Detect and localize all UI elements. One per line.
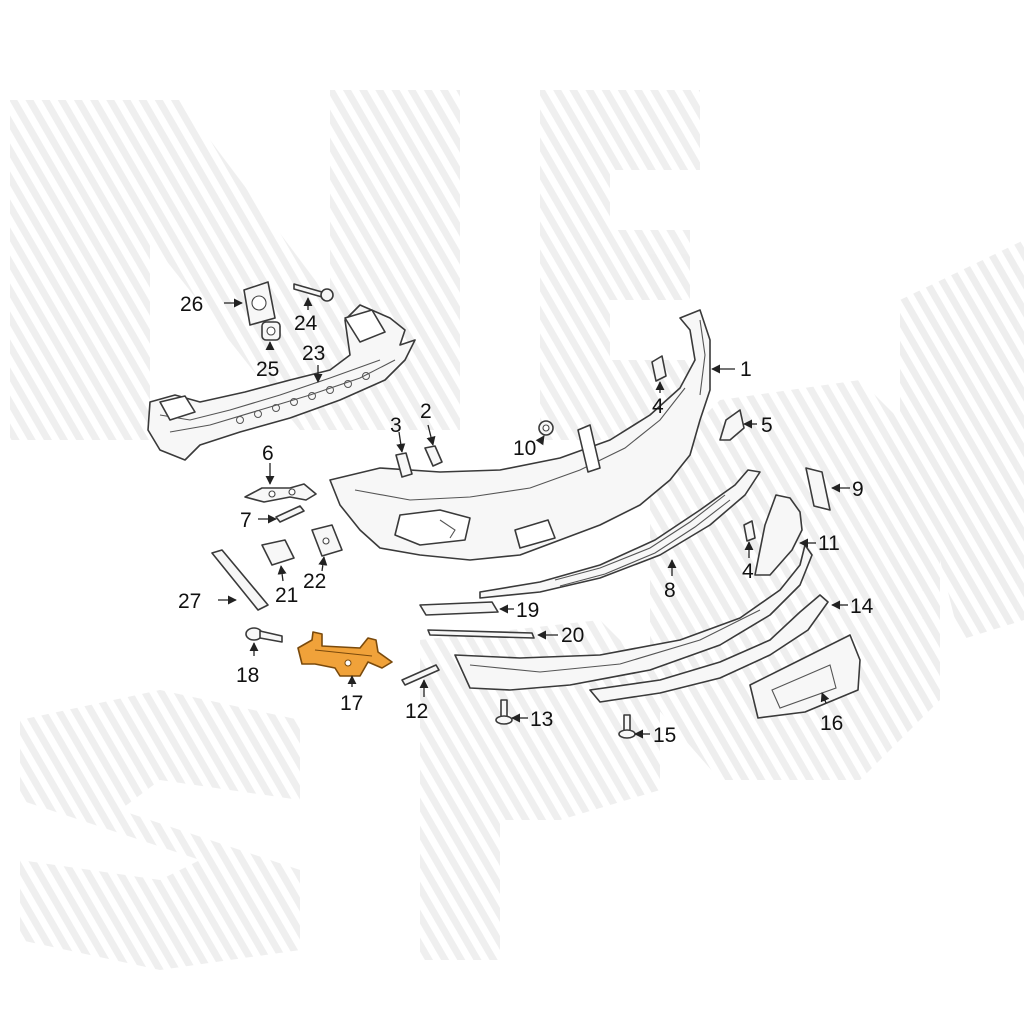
svg-text:16: 16	[820, 712, 843, 735]
callout-19: 19	[499, 599, 539, 622]
svg-text:11: 11	[818, 532, 840, 555]
svg-text:5: 5	[761, 414, 773, 437]
callout-11: 11	[799, 532, 840, 555]
svg-text:2: 2	[420, 400, 432, 423]
watermark-letter-s	[20, 690, 300, 970]
svg-text:15: 15	[653, 724, 676, 747]
part-bracket-26	[243, 281, 276, 326]
svg-text:26: 26	[180, 293, 203, 316]
svg-text:13: 13	[530, 708, 553, 731]
part-bolt-18	[245, 627, 283, 643]
part-strip-7	[275, 505, 305, 523]
part-trim-19	[419, 601, 499, 616]
part-lower-strip-14	[589, 594, 829, 703]
callout-25: 25	[256, 341, 279, 381]
part-reflector-27	[211, 549, 269, 611]
svg-text:25: 25	[256, 358, 279, 381]
svg-text:4: 4	[652, 395, 664, 418]
callout-24: 24	[294, 297, 318, 335]
callout-9: 9	[831, 478, 864, 501]
svg-text:22: 22	[303, 570, 326, 593]
part-bracket-5	[719, 409, 745, 441]
svg-text:12: 12	[405, 700, 428, 723]
callout-10: 10	[513, 435, 545, 460]
part-fastener-2	[424, 445, 443, 467]
callout-14: 14	[831, 595, 874, 618]
part-bracket-9	[805, 467, 831, 511]
part-clip-25	[261, 321, 281, 341]
callout-27: 27	[178, 590, 237, 613]
callout-4-lower: 4	[742, 541, 754, 583]
part-side-cover-11	[754, 494, 803, 576]
callout-1: 1	[711, 358, 752, 381]
watermark-letter-p	[420, 620, 660, 960]
callout-3: 3	[390, 414, 406, 453]
svg-text:10: 10	[513, 437, 536, 460]
part-lower-valance	[454, 544, 813, 691]
part-screw-13	[495, 699, 513, 725]
callout-6: 6	[262, 442, 275, 485]
svg-text:3: 3	[390, 414, 402, 437]
svg-text:6: 6	[262, 442, 274, 465]
part-screw-15	[618, 714, 636, 739]
svg-text:21: 21	[275, 584, 298, 607]
callout-22: 22	[303, 556, 328, 593]
watermark-letter-w	[900, 240, 1024, 640]
part-bracket-17-highlighted[interactable]	[297, 631, 393, 677]
part-fastener-3	[395, 452, 413, 478]
part-clip-10	[538, 420, 554, 436]
svg-text:23: 23	[302, 342, 325, 365]
svg-text:4: 4	[742, 560, 754, 583]
svg-text:17: 17	[340, 692, 363, 715]
svg-text:20: 20	[561, 624, 584, 647]
part-bracket-22	[311, 524, 343, 557]
callout-12: 12	[405, 679, 429, 723]
part-trim-20	[427, 629, 535, 639]
svg-text:27: 27	[178, 590, 201, 613]
callout-23: 23	[302, 342, 325, 383]
part-fog-bezel-21	[261, 539, 295, 566]
callout-8: 8	[664, 559, 677, 602]
callout-21: 21	[275, 565, 298, 607]
part-bracket-6	[244, 483, 317, 503]
callout-26: 26	[180, 293, 243, 316]
callout-16: 16	[820, 692, 843, 735]
svg-text:7: 7	[240, 509, 252, 532]
watermark-letter-n	[10, 90, 460, 440]
watermark-letter-e	[540, 90, 700, 440]
callout-18: 18	[236, 642, 259, 687]
callout-4-upper: 4	[652, 381, 665, 418]
callout-20: 20	[537, 624, 584, 647]
part-bolt-24	[293, 283, 334, 302]
part-rod-12	[401, 664, 440, 686]
svg-text:8: 8	[664, 579, 676, 602]
part-grille-8	[479, 469, 761, 599]
svg-text:14: 14	[850, 595, 874, 618]
svg-text:1: 1	[740, 358, 752, 381]
part-nut-4-lower	[743, 520, 756, 542]
part-nut-4-upper	[651, 355, 667, 382]
callout-5: 5	[743, 414, 773, 437]
svg-text:24: 24	[294, 312, 318, 335]
callout-2: 2	[420, 400, 436, 446]
svg-text:18: 18	[236, 664, 259, 687]
callout-7: 7	[240, 509, 277, 532]
part-bumper-cover	[329, 309, 711, 561]
callout-13: 13	[511, 708, 553, 731]
svg-text:19: 19	[516, 599, 539, 622]
part-license-bracket-16	[749, 634, 861, 719]
callout-15: 15	[634, 724, 676, 747]
svg-text:9: 9	[852, 478, 864, 501]
callout-17: 17	[340, 675, 363, 715]
watermark	[10, 90, 1024, 970]
part-reinforcement-beam	[147, 304, 416, 461]
